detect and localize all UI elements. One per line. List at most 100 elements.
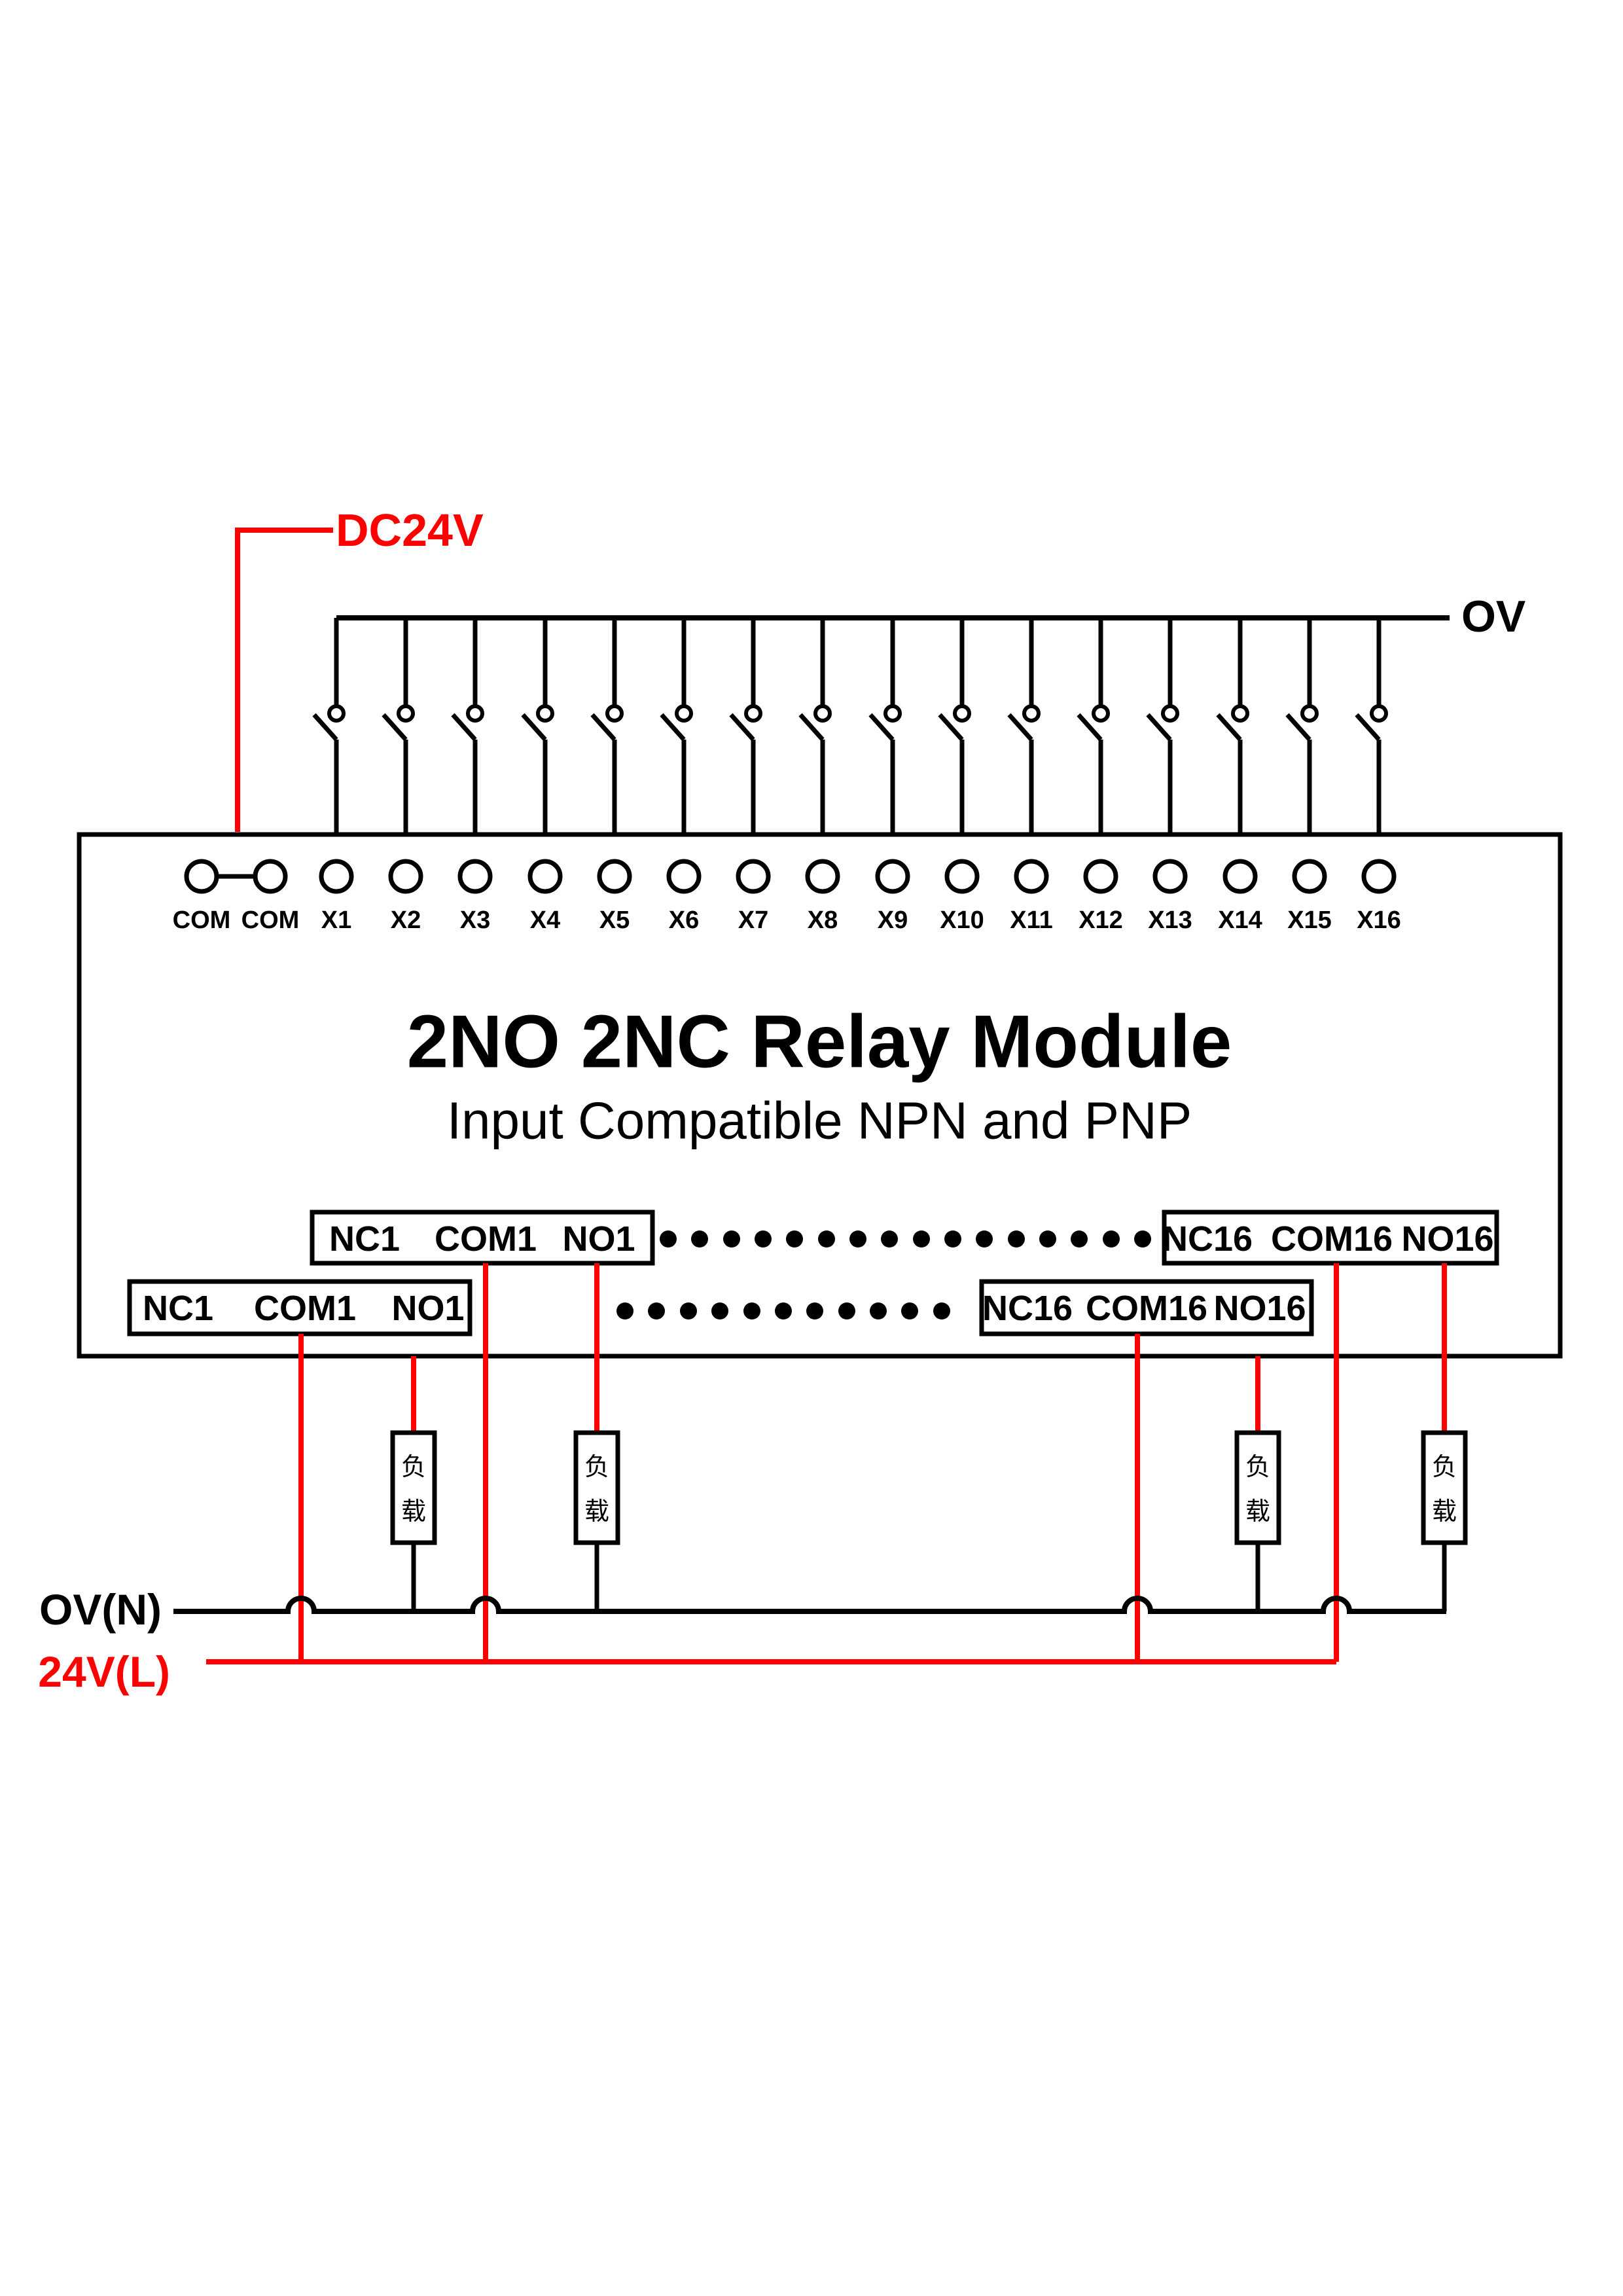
output-label-com16: COM16 <box>1271 1219 1393 1259</box>
ellipsis-row1 <box>660 1230 1151 1247</box>
input-switch-x4 <box>521 618 554 833</box>
input-switch-x16 <box>1355 618 1388 833</box>
v24l-rail: 24V(L) <box>38 1647 1336 1696</box>
output-group-row2-left: NC1 COM1 NO1 <box>127 1279 473 1336</box>
output-group-row1-left: NC1 COM1 NO1 <box>310 1210 655 1266</box>
terminal-x4 <box>527 859 563 894</box>
switch-contact-icon <box>397 704 415 723</box>
ovn-rail: OV(N) <box>39 1585 1446 1634</box>
switch-blade-icon <box>1285 713 1311 742</box>
switch-contact-icon <box>536 704 554 723</box>
ovn-label: OV(N) <box>39 1585 162 1634</box>
input-switch-x1 <box>312 618 346 833</box>
input-switch-x6 <box>660 618 693 833</box>
load-label-top: 负 <box>401 1454 426 1481</box>
input-switch-x9 <box>868 618 902 833</box>
load-box <box>390 1430 437 1545</box>
terminal-x11 <box>1014 859 1049 894</box>
dc24v-feed: DC24V <box>235 505 484 832</box>
load-label-bottom: 载 <box>584 1498 609 1526</box>
input-switch-x7 <box>729 618 762 833</box>
input-switch-x14 <box>1216 618 1249 833</box>
dc24v-wire <box>235 528 333 832</box>
switch-blade-icon <box>868 713 895 742</box>
load-box <box>1421 1430 1468 1545</box>
load-box <box>573 1430 620 1545</box>
terminal-label-com-2: COM <box>241 906 300 934</box>
switch-contact-icon <box>466 704 484 723</box>
switch-blade-icon <box>451 713 477 742</box>
input-switch-x13 <box>1146 618 1179 833</box>
input-switch-x2 <box>382 618 415 833</box>
switch-blade-icon <box>1146 713 1172 742</box>
terminal-label-x16: X16 <box>1357 906 1401 934</box>
input-switch-x12 <box>1077 618 1110 833</box>
load-3: 负 载 <box>1234 1356 1281 1611</box>
terminal-label-com-1: COM <box>173 906 231 934</box>
load-2: 负 载 <box>573 1263 620 1611</box>
switch-contact-icon <box>605 704 624 723</box>
switch-contact-icon <box>813 704 832 723</box>
switch-contact-icon <box>1231 704 1249 723</box>
ovn-wire <box>173 1596 1446 1614</box>
terminal-x7 <box>736 859 771 894</box>
terminal-x12 <box>1083 859 1118 894</box>
terminal-x10 <box>944 859 980 894</box>
switch-contact-icon <box>883 704 902 723</box>
switch-contact-icon <box>1300 704 1319 723</box>
input-switches <box>312 618 1388 833</box>
input-switch-x11 <box>1007 618 1041 833</box>
terminal-label-x10: X10 <box>940 906 984 934</box>
output-label-no1: NO1 <box>391 1289 464 1328</box>
terminal-x8 <box>805 859 840 894</box>
switch-contact-icon <box>1092 704 1110 723</box>
switch-blade-icon <box>1007 713 1033 742</box>
load-label-bottom: 载 <box>1432 1498 1457 1526</box>
switch-blade-icon <box>798 713 825 742</box>
terminal-x16 <box>1361 859 1397 894</box>
terminal-x1 <box>319 859 354 894</box>
terminal-label-x12: X12 <box>1079 906 1123 934</box>
output-group-row2-right: NC16 COM16 NO16 <box>979 1279 1314 1336</box>
input-switch-x8 <box>798 618 832 833</box>
output-label-nc16: NC16 <box>1162 1219 1253 1259</box>
switch-blade-icon <box>660 713 686 742</box>
switch-blade-icon <box>382 713 408 742</box>
ov-bus: OV <box>336 592 1525 641</box>
output-label-nc1: NC1 <box>329 1219 400 1259</box>
input-switch-x3 <box>451 618 484 833</box>
ellipsis-row2 <box>616 1302 950 1319</box>
ov-label: OV <box>1461 592 1525 641</box>
load-1: 负 载 <box>390 1356 437 1611</box>
module-outline <box>77 832 1563 1359</box>
v24l-label: 24V(L) <box>38 1647 170 1696</box>
terminal-x13 <box>1152 859 1188 894</box>
terminal-label-x5: X5 <box>599 906 630 934</box>
switch-contact-icon <box>1022 704 1041 723</box>
load-label-bottom: 载 <box>401 1498 426 1526</box>
load-4: 负 载 <box>1421 1263 1468 1611</box>
module-subtitle: Input Compatible NPN and PNP <box>447 1092 1192 1150</box>
output-box <box>1162 1210 1499 1266</box>
switch-blade-icon <box>1077 713 1103 742</box>
switch-blade-icon <box>521 713 547 742</box>
load-box <box>1234 1430 1281 1545</box>
input-switch-x10 <box>938 618 971 833</box>
switch-contact-icon <box>675 704 693 723</box>
output-label-nc1: NC1 <box>143 1289 213 1328</box>
output-box <box>310 1210 655 1266</box>
load-label-bottom: 载 <box>1245 1498 1270 1526</box>
output-label-no1: NO1 <box>562 1219 635 1259</box>
load-label-top: 负 <box>1245 1454 1270 1481</box>
switch-blade-icon <box>590 713 616 742</box>
switch-blade-icon <box>729 713 755 742</box>
dc24v-label: DC24V <box>336 505 484 556</box>
terminal-com-2 <box>253 859 288 894</box>
output-box <box>979 1279 1314 1336</box>
module-title: 2NO 2NC Relay Module <box>407 1001 1232 1084</box>
terminal-label-x2: X2 <box>391 906 421 934</box>
output-label-com16: COM16 <box>1086 1289 1207 1328</box>
terminal-label-x1: X1 <box>321 906 351 934</box>
